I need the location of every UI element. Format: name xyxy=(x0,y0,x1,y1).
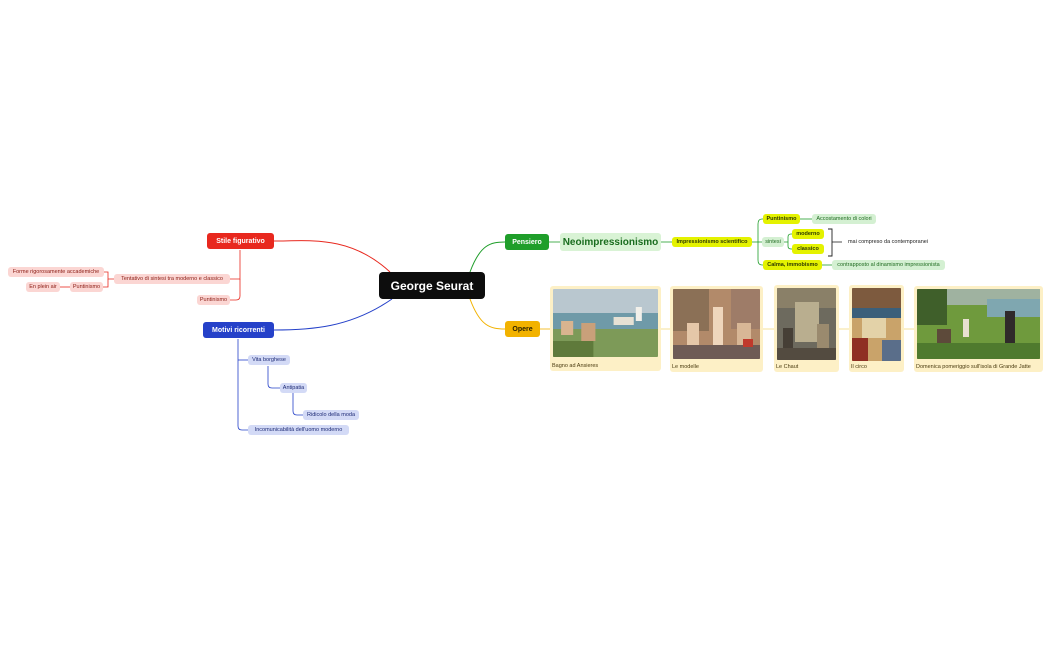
work-card-bagno[interactable]: Bagno ad Ansieres xyxy=(550,286,661,371)
painting-chaut-image xyxy=(777,288,836,360)
work-card-modelle[interactable]: Le modelle xyxy=(670,286,763,372)
work-caption-chaut: Le Chaut xyxy=(776,364,799,370)
painting-circo-image xyxy=(852,288,901,361)
topic-impressionismo-scientifico[interactable]: Impressionismo scientifico xyxy=(672,237,752,247)
work-caption-bagno: Bagno ad Ansieres xyxy=(552,363,599,369)
painting-grande-jatte-image xyxy=(917,289,1040,359)
topic-vita-borghese[interactable]: Vita borghese xyxy=(248,355,290,365)
branch-motivi-ricorrenti[interactable]: Motivi ricorrenti xyxy=(203,322,274,338)
topic-ridicolo-moda[interactable]: Ridicolo della moda xyxy=(303,410,359,420)
topic-sintesi[interactable]: sintesi xyxy=(762,237,784,247)
painting-modelle-image xyxy=(673,289,760,359)
topic-accostamento-colori[interactable]: Accostamento di colori xyxy=(812,214,876,224)
topic-neoimpressionismo[interactable]: Neoimpressionismo xyxy=(560,233,661,251)
work-caption-grande-jatte: Domenica pomeriggio sull'isola di Grande… xyxy=(916,364,1031,370)
painting-bagno-image xyxy=(553,289,658,357)
topic-incomunicabilita[interactable]: Incomunicabilità dell'uomo moderno xyxy=(248,425,349,435)
topic-tentativo-sintesi[interactable]: Tentativo di sintesi tra moderno e class… xyxy=(114,274,230,284)
topic-moderno[interactable]: moderno xyxy=(792,229,824,239)
branch-stile-figurativo[interactable]: Stile figurativo xyxy=(207,233,274,249)
topic-classico[interactable]: classico xyxy=(792,244,824,254)
work-caption-circo: Il circo xyxy=(851,364,867,370)
topic-antipatia[interactable]: Antipatia xyxy=(280,383,307,393)
topic-contrapposto[interactable]: contrapposto al dinamismo impressionista xyxy=(832,260,945,270)
topic-en-plein-air[interactable]: En plein air xyxy=(26,282,60,292)
topic-mai-compreso[interactable]: mai compreso da contemporanei xyxy=(847,239,929,245)
work-card-chaut[interactable]: Le Chaut xyxy=(774,285,839,372)
branch-pensiero[interactable]: Pensiero xyxy=(505,234,549,250)
topic-forme-accademiche[interactable]: Forme rigorosamente accademiche xyxy=(8,267,104,277)
topic-calma-immobismo[interactable]: Calma, immobismo xyxy=(763,260,822,270)
central-topic[interactable]: George Seurat xyxy=(379,272,485,299)
topic-puntinismo[interactable]: Puntinismo xyxy=(197,295,230,305)
topic-puntinismo-pensiero[interactable]: Puntinismo xyxy=(763,214,800,224)
work-caption-modelle: Le modelle xyxy=(672,364,699,370)
topic-puntinismo-mid[interactable]: Puntinismo xyxy=(70,282,103,292)
work-card-grande-jatte[interactable]: Domenica pomeriggio sull'isola di Grande… xyxy=(914,286,1043,372)
branch-opere[interactable]: Opere xyxy=(505,321,540,337)
work-card-circo[interactable]: Il circo xyxy=(849,285,904,372)
